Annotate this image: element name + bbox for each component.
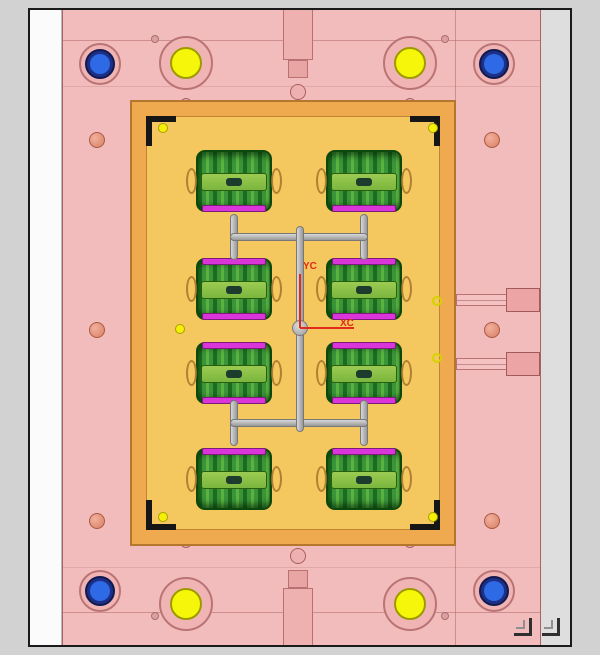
molded-part[interactable] <box>186 258 282 320</box>
part-side-hole <box>271 276 282 302</box>
guide-pin <box>484 581 504 601</box>
part-label-band <box>331 365 397 383</box>
ejector-pin-ring <box>432 353 442 363</box>
molded-part[interactable] <box>316 342 412 404</box>
part-slot <box>356 286 372 294</box>
part-label-band <box>331 471 397 489</box>
screw-cap-ring <box>159 577 213 631</box>
ejector-pin-dot <box>158 512 168 522</box>
molded-part[interactable] <box>316 448 412 510</box>
part-thread-ring <box>202 448 266 455</box>
cooling-fitting <box>506 288 540 312</box>
part-thread-ring <box>202 205 266 212</box>
part-side-hole <box>401 276 412 302</box>
cooling-fitting <box>506 352 540 376</box>
part-slot <box>226 370 242 378</box>
screw-cap <box>170 47 202 79</box>
right-side-plate <box>540 10 570 645</box>
corner-reference-glyph-inner <box>516 620 525 629</box>
part-side-hole <box>316 360 327 386</box>
locating-hole <box>290 84 306 100</box>
ejector-pin-dot <box>428 512 438 522</box>
part-slot <box>356 476 372 484</box>
part-thread-ring <box>202 313 266 320</box>
part-slot <box>226 286 242 294</box>
return-pin <box>89 132 105 148</box>
part-side-hole <box>316 168 327 194</box>
part-label-band <box>201 365 267 383</box>
bottom-slot-tip <box>288 570 308 588</box>
part-side-hole <box>271 360 282 386</box>
return-pin <box>89 322 105 338</box>
part-side-hole <box>401 168 412 194</box>
part-slot <box>226 178 242 186</box>
return-pin <box>89 513 105 529</box>
pin-dot <box>441 35 449 43</box>
x-axis-label: XC <box>340 318 354 329</box>
molded-part[interactable] <box>186 448 282 510</box>
part-side-hole <box>401 466 412 492</box>
screw-cap <box>170 588 202 620</box>
part-thread-ring <box>332 313 396 320</box>
pin-dot <box>151 612 159 620</box>
corner-reference-glyph <box>542 618 560 636</box>
molded-part[interactable] <box>316 258 412 320</box>
corner-reference-glyph-inner <box>544 620 553 629</box>
part-thread-ring <box>332 448 396 455</box>
part-label-band <box>201 281 267 299</box>
part-side-hole <box>271 168 282 194</box>
molded-part[interactable] <box>186 150 282 212</box>
ejector-pin-dot <box>175 324 185 334</box>
part-side-hole <box>316 276 327 302</box>
part-side-hole <box>186 276 197 302</box>
part-slot <box>356 370 372 378</box>
part-slot <box>356 178 372 186</box>
part-slot <box>226 476 242 484</box>
corner-clamp-bracket <box>146 116 176 146</box>
part-thread-ring <box>202 342 266 349</box>
cooling-pipe <box>456 358 508 370</box>
return-pin <box>484 513 500 529</box>
ejector-pin-dot <box>428 123 438 133</box>
datum-x-axis <box>300 327 354 329</box>
guide-pin <box>90 54 110 74</box>
part-side-hole <box>186 466 197 492</box>
screw-cap-ring <box>383 36 437 90</box>
part-thread-ring <box>332 342 396 349</box>
ejector-pin-dot <box>158 123 168 133</box>
top-slot-tip <box>288 60 308 78</box>
molded-part[interactable] <box>186 342 282 404</box>
cooling-pipe <box>456 294 508 306</box>
part-side-hole <box>186 168 197 194</box>
part-label-band <box>201 173 267 191</box>
ejector-pin-ring <box>432 296 442 306</box>
part-side-hole <box>401 360 412 386</box>
molded-part[interactable] <box>316 150 412 212</box>
left-side-plate <box>30 10 62 645</box>
corner-reference-glyph <box>514 618 532 636</box>
screw-cap <box>394 47 426 79</box>
locating-hole <box>290 548 306 564</box>
part-side-hole <box>186 360 197 386</box>
part-side-hole <box>271 466 282 492</box>
bottom-slot <box>283 588 313 645</box>
part-label-band <box>331 281 397 299</box>
pin-dot <box>151 35 159 43</box>
screw-cap <box>394 588 426 620</box>
corner-clamp-bracket <box>146 500 176 530</box>
top-slot <box>283 10 313 60</box>
guide-pin <box>90 581 110 601</box>
part-side-hole <box>316 466 327 492</box>
return-pin <box>484 322 500 338</box>
part-label-band <box>331 173 397 191</box>
part-label-band <box>201 471 267 489</box>
return-pin <box>484 132 500 148</box>
datum-y-axis <box>299 274 301 328</box>
plate-edge-line <box>62 567 540 568</box>
part-thread-ring <box>332 205 396 212</box>
y-axis-label: YC <box>303 261 317 272</box>
pin-dot <box>441 612 449 620</box>
guide-pin <box>484 54 504 74</box>
